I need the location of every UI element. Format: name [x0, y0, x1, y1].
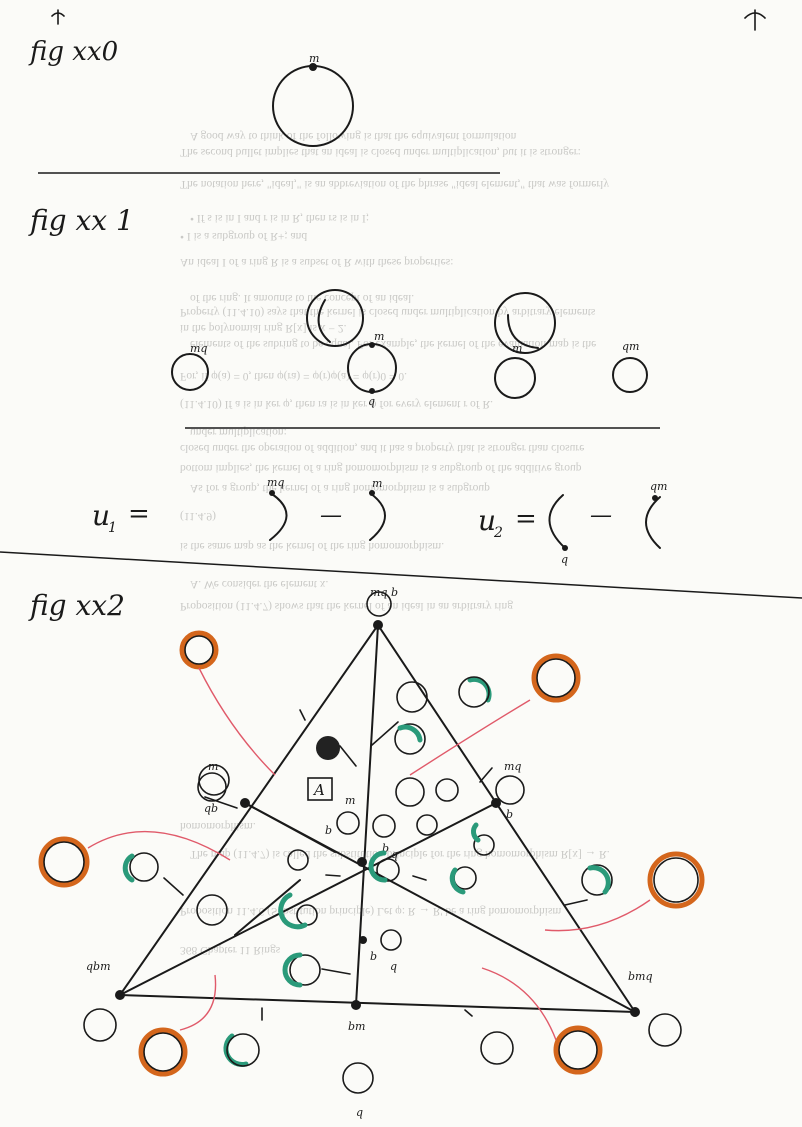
- fig-xx2-title: fig xx2: [28, 589, 125, 622]
- fig1-label-q1: q: [368, 395, 375, 408]
- eq-u1: u: [92, 499, 110, 532]
- eq-label-q: q: [561, 553, 568, 566]
- eq-point-2: [369, 490, 375, 496]
- eq-arc-4: [645, 496, 661, 549]
- orange-circles: [38, 630, 705, 1077]
- triangle: [119, 624, 636, 1013]
- eq-label-m: m: [372, 477, 382, 490]
- label-b-center2: b: [382, 842, 389, 855]
- region-box-a: [307, 777, 333, 801]
- eq-minus-2: —: [590, 503, 612, 528]
- vertex-label-right: bmq: [628, 970, 653, 983]
- vertex-label-bottom-q: q: [356, 1106, 363, 1119]
- eq-u1-sub: 1: [108, 520, 117, 536]
- corner-marks: [51, 9, 766, 31]
- eq-u2-sub: 2: [493, 525, 503, 541]
- fig1-point-q: [369, 388, 375, 394]
- fig-xx1-title: fig xx 1: [28, 204, 134, 237]
- divider-3: [0, 551, 802, 599]
- fig1-crescent-left: [317, 299, 331, 343]
- fig1-circle-second: [494, 357, 536, 399]
- label-b-right: b: [506, 808, 513, 821]
- fig1-point-u: [369, 342, 375, 348]
- label-qb-left: qb: [204, 802, 218, 815]
- label-mq-right: mq: [504, 760, 521, 773]
- fig1-circle-mq: [171, 353, 209, 391]
- vertex-label-bottom: bm: [348, 1020, 365, 1033]
- fig1-label-mq: mq: [190, 342, 207, 355]
- eq-arc-1: [269, 493, 288, 541]
- vertex-circles: [83, 591, 682, 1094]
- fig1-circle-right-big: [494, 292, 556, 354]
- fig-xx0-title: fig xx0: [28, 37, 118, 67]
- fig0-label-m: m: [309, 52, 319, 65]
- fig1-equation: u 1 = mq — m u 2 = q — qm: [92, 476, 667, 566]
- black-arrows: [163, 709, 588, 1021]
- hatched-circle: [316, 736, 340, 760]
- vertex-label-left: qbm: [86, 960, 111, 973]
- fig1-label-qm: qm: [622, 340, 639, 353]
- eq-arc-2: [369, 492, 386, 541]
- label-q-center: q: [391, 848, 398, 861]
- eq-u2: u: [478, 504, 496, 537]
- eq-point-4: [652, 495, 658, 501]
- eq-minus-1: —: [320, 503, 342, 528]
- label-q-lower: q: [390, 960, 397, 973]
- eq-point-1: [269, 490, 275, 496]
- fig1-circle-qm: [612, 357, 648, 393]
- fig1-crescent-right: [507, 314, 539, 349]
- green-circles: [226, 676, 514, 1067]
- label-m-center: m: [345, 794, 355, 807]
- fig1-label-m2: m: [512, 342, 522, 355]
- fig1-label-m1: m: [374, 330, 384, 343]
- label-b-lower: b: [370, 950, 377, 963]
- eq-point-3: [562, 545, 568, 551]
- fig1-circle-center: [347, 343, 397, 393]
- pink-arrows: [87, 667, 651, 1041]
- eq-label-mq: mq: [267, 476, 284, 489]
- label-m-left: m: [208, 760, 218, 773]
- triangle-vertices: [115, 620, 640, 1017]
- eq-label-qm: qm: [650, 480, 667, 493]
- label-b-center: b: [325, 824, 332, 837]
- fig1-circle-left-big: [306, 289, 364, 347]
- fig0-circle: [272, 65, 354, 147]
- fig0-point-m: [309, 63, 317, 71]
- inner-circles: [129, 681, 613, 986]
- green-arcs: [122, 676, 611, 1067]
- region-box-a-label: A: [312, 781, 325, 799]
- eq-equals-2: =: [515, 504, 537, 534]
- eq-equals-1: =: [128, 499, 150, 529]
- eq-arc-3: [548, 494, 566, 549]
